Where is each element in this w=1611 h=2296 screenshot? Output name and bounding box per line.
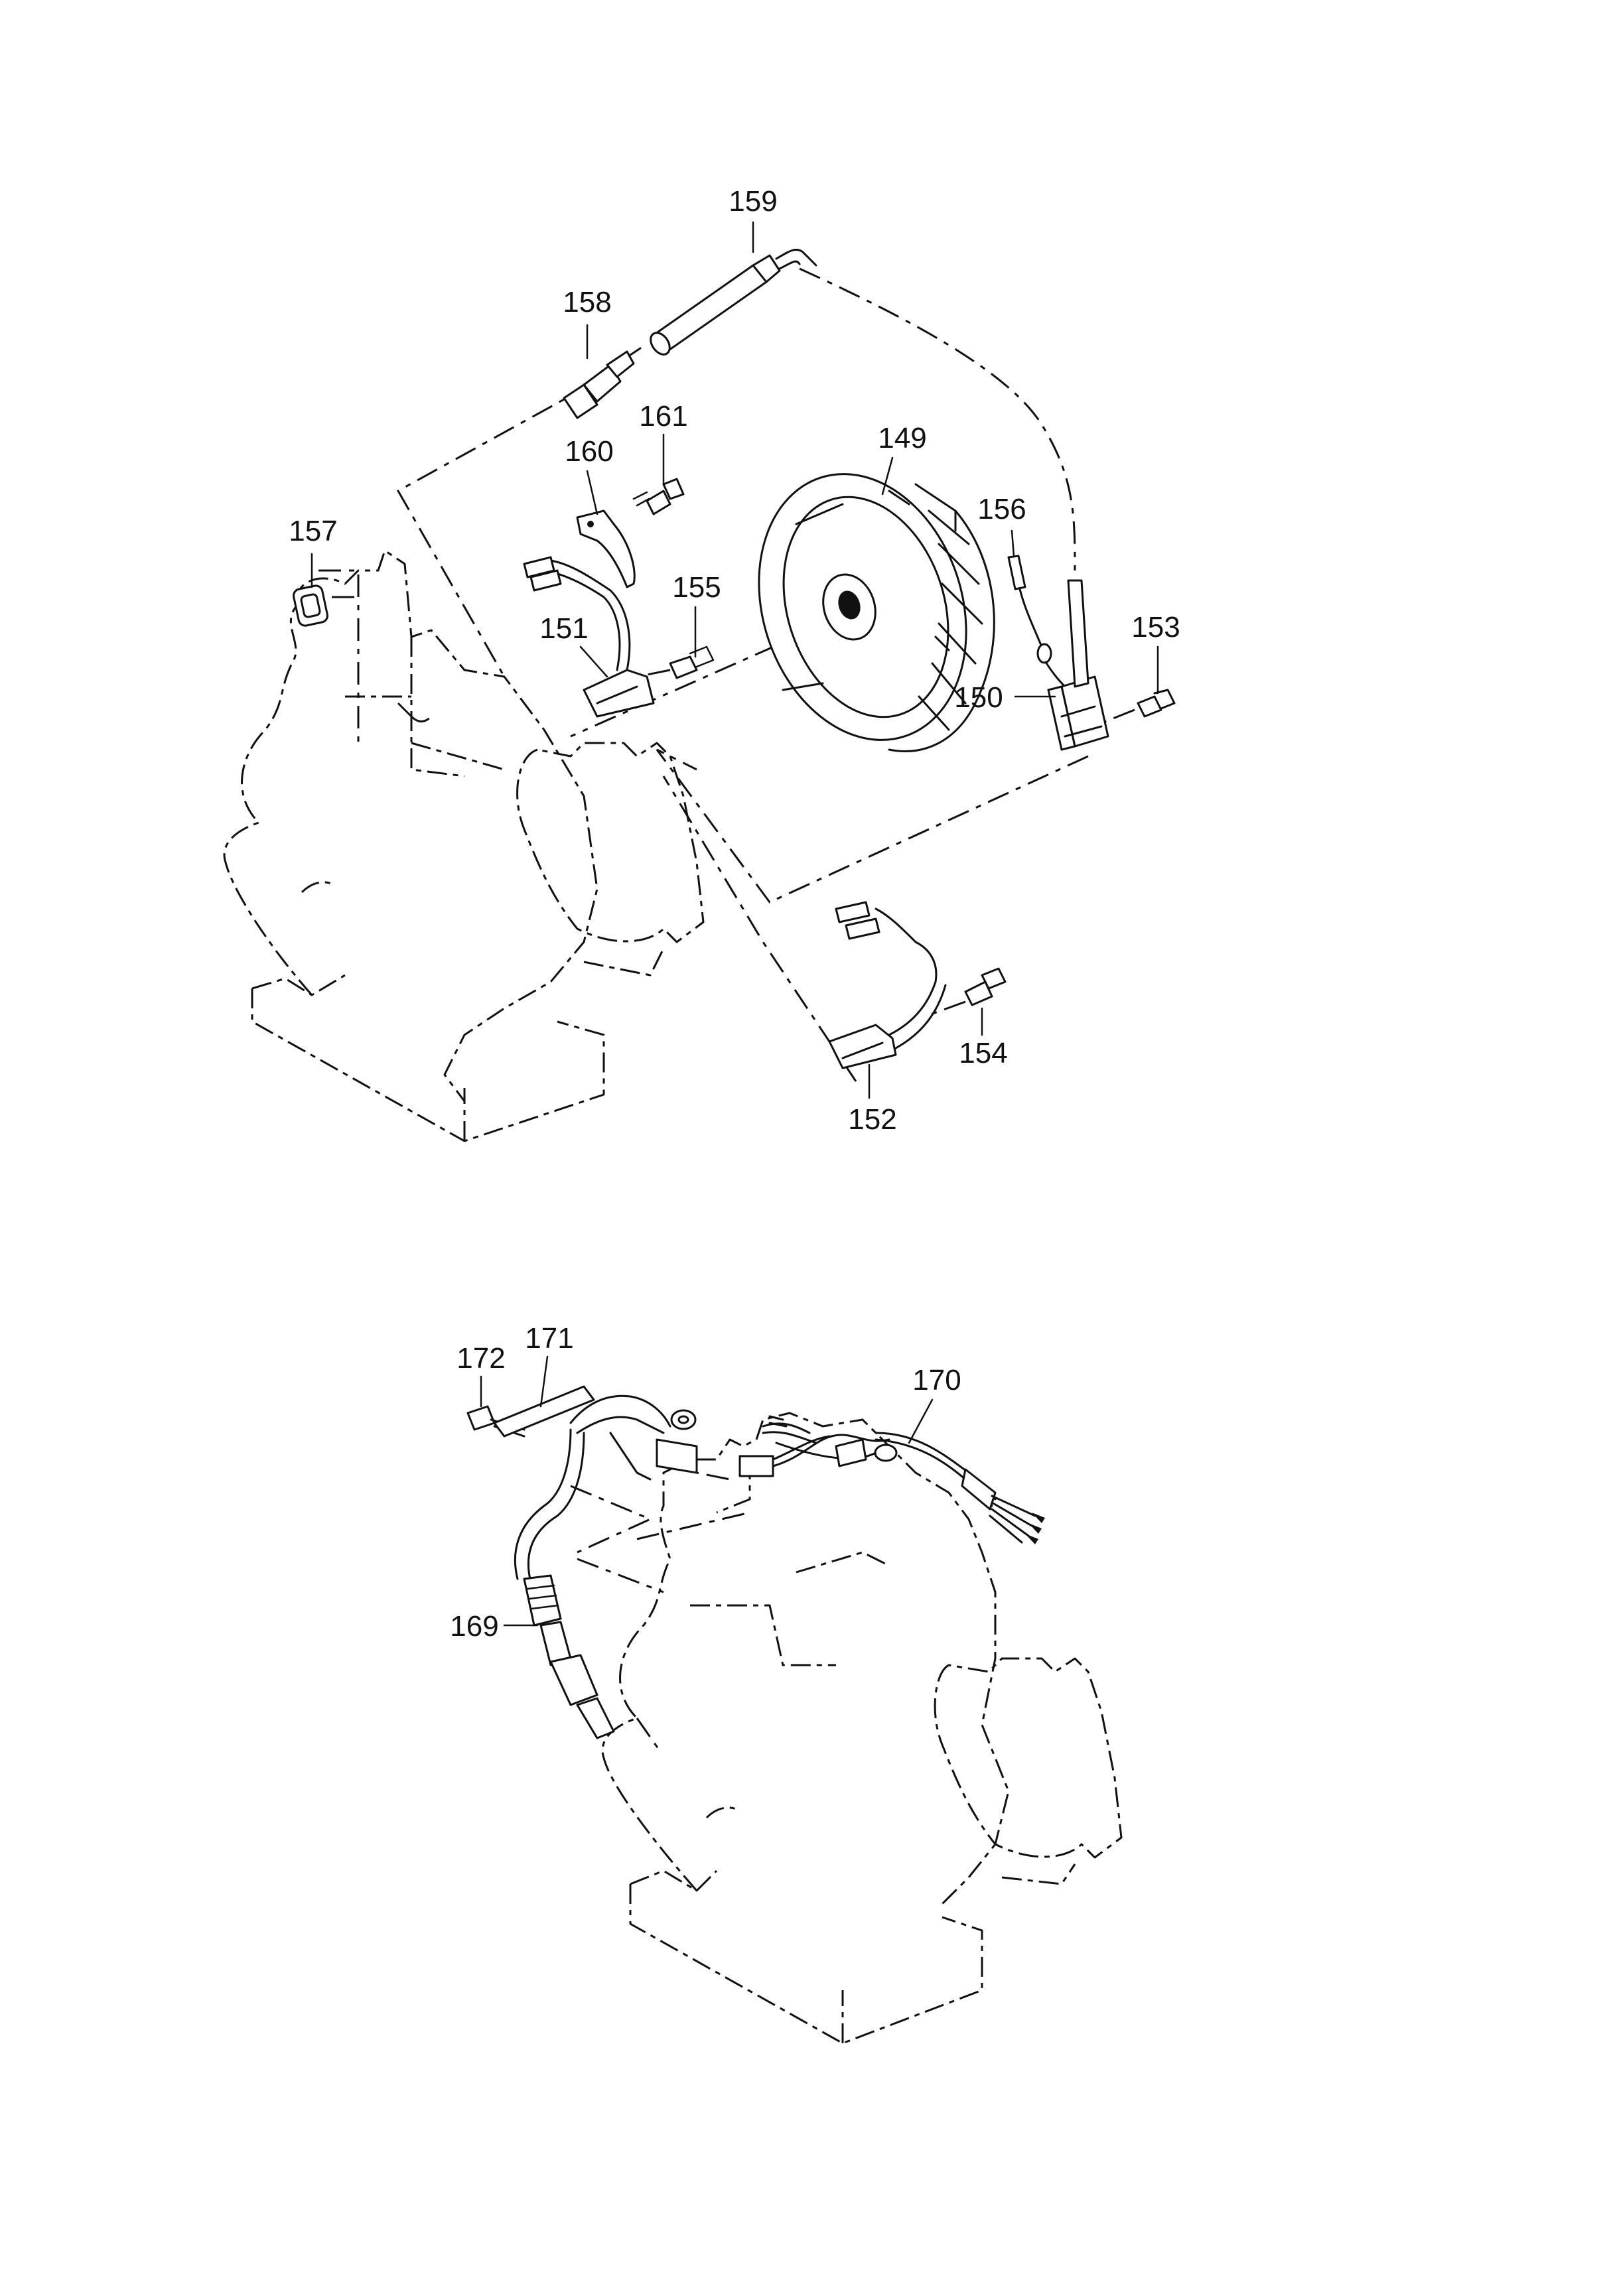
callout-172: 172 (456, 1342, 505, 1375)
screw-154-part (964, 967, 1007, 1006)
wire-harness-170-part (738, 1415, 1045, 1544)
callout-150: 150 (954, 681, 1003, 714)
callout-156: 156 (977, 493, 1026, 525)
callout-171: 171 (525, 1322, 573, 1355)
engine-outline-top (223, 549, 705, 1142)
sensor-169-part (523, 1574, 615, 1739)
callout-158: 158 (563, 286, 611, 318)
wire-lead-156-part (1007, 555, 1070, 691)
callout-160: 160 (565, 435, 613, 468)
engine-outline-bottom (601, 1412, 1123, 2045)
plug-cap-part (650, 248, 817, 356)
callout-149: 149 (878, 422, 926, 454)
callout-159: 159 (729, 185, 777, 218)
callout-153: 153 (1131, 611, 1180, 643)
spark-plug-part (563, 347, 642, 419)
pulser-coil-152-part (828, 901, 947, 1069)
callout-leaders-bottom (480, 1355, 934, 1627)
pulser-coil-151-part (523, 556, 655, 718)
flywheel-part (758, 473, 995, 752)
callout-154: 154 (959, 1037, 1007, 1069)
callout-152: 152 (848, 1103, 896, 1136)
screw-155-part (669, 645, 715, 679)
assembly-lines-top (318, 267, 1135, 1082)
ignition-coil-part (1047, 579, 1109, 751)
callout-155: 155 (672, 571, 721, 604)
callout-leaders-top (311, 221, 1159, 1099)
screw-153-part (1137, 689, 1176, 718)
callout-161: 161 (639, 400, 687, 433)
callout-151: 151 (539, 612, 588, 645)
callout-170: 170 (912, 1364, 961, 1396)
callout-labels: 159 158 161 160 149 156 157 155 151 153 … (289, 185, 1180, 1643)
grommet-part (293, 584, 328, 627)
wire-harness-171-part (493, 1385, 698, 1584)
callout-169: 169 (450, 1610, 498, 1643)
callout-157: 157 (289, 515, 337, 547)
bracket-part (576, 509, 636, 588)
screw-161-part (632, 478, 685, 515)
